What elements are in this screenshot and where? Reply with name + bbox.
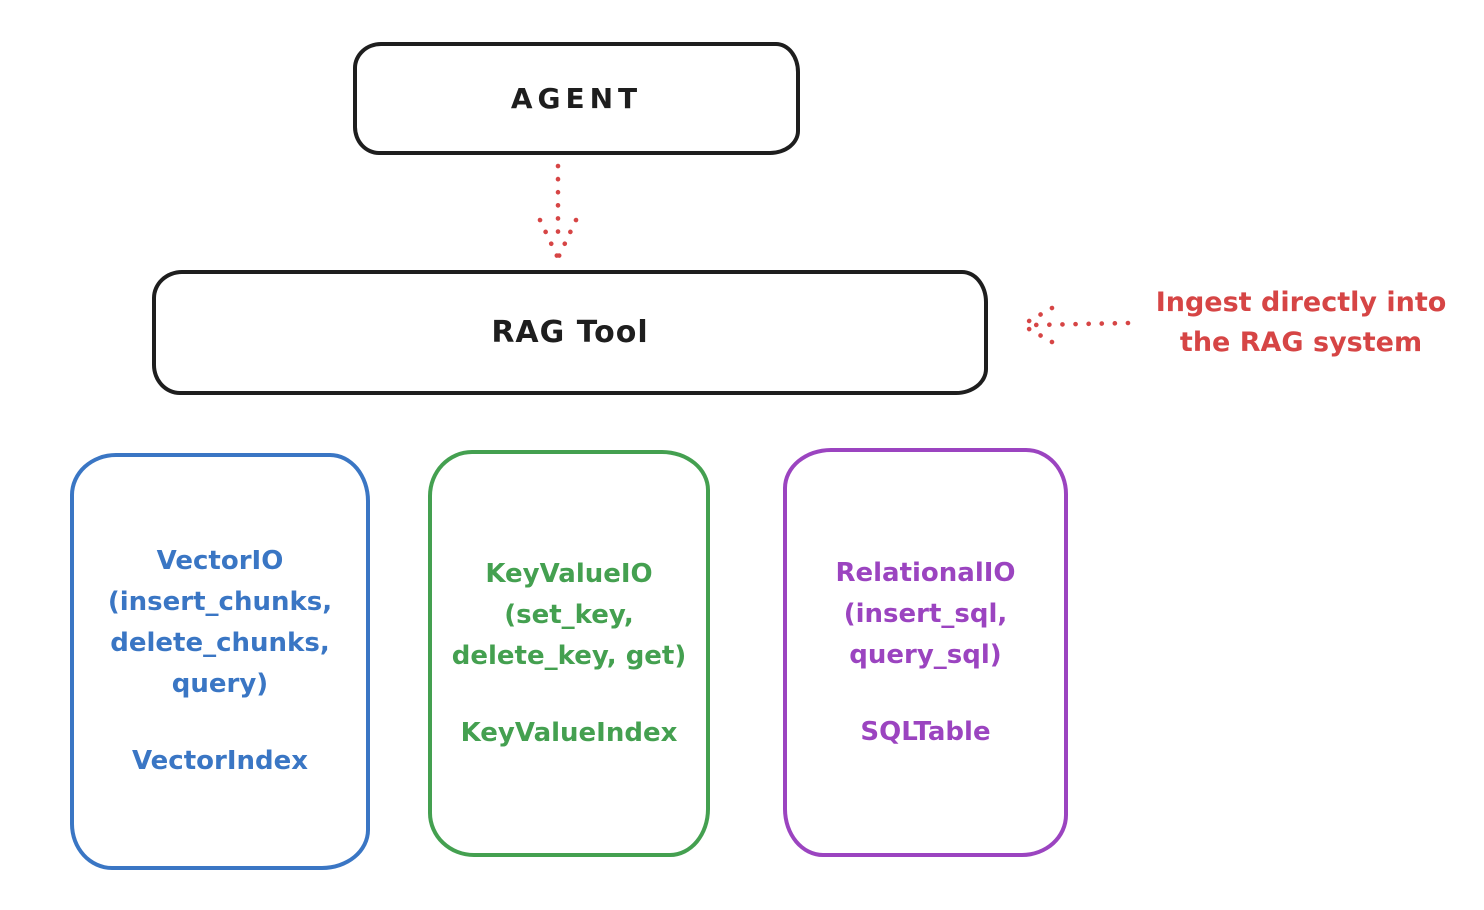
keyvalue-index-label: KeyValueIndex <box>460 717 678 748</box>
ingest-annotation-line1: Ingest directly into <box>1155 287 1447 318</box>
rag-tool-node: RAG Tool <box>152 270 988 395</box>
keyvalue-io-node: KeyValueIO (set_key, delete_key, get) Ke… <box>428 450 710 857</box>
vector-io-methods-line3: query) <box>171 669 269 699</box>
relational-io-methods-line2: query_sql) <box>849 639 1002 670</box>
keyvalue-io-methods-line2: delete_key, get) <box>451 640 687 671</box>
relational-io-methods-line1: (insert_sql, <box>843 598 1008 629</box>
vector-io-node: VectorIO (insert_chunks, delete_chunks, … <box>70 453 370 870</box>
vector-io-methods-line2: delete_chunks, <box>110 628 330 658</box>
sql-table-label: SQLTable <box>860 716 991 747</box>
agent-label: AGENT <box>510 82 643 115</box>
ingest-annotation: Ingest directly into the RAG system <box>1133 283 1469 363</box>
arrow-agent-to-rag-icon <box>537 163 579 261</box>
keyvalue-io-methods-line1: (set_key, <box>504 599 634 630</box>
agent-node: AGENT <box>353 42 800 155</box>
vector-io-title: VectorIO <box>156 546 284 576</box>
ingest-annotation-line2: the RAG system <box>1179 327 1423 358</box>
relational-io-title: RelationalIO <box>835 557 1016 588</box>
vector-io-methods-line1: (insert_chunks, <box>107 587 333 617</box>
rag-tool-label: RAG Tool <box>491 315 649 350</box>
vector-index-label: VectorIndex <box>131 746 309 776</box>
arrow-annotation-to-rag-icon <box>1019 305 1131 345</box>
relational-io-node: RelationalIO (insert_sql, query_sql) SQL… <box>783 448 1068 857</box>
keyvalue-io-title: KeyValueIO <box>485 558 653 589</box>
